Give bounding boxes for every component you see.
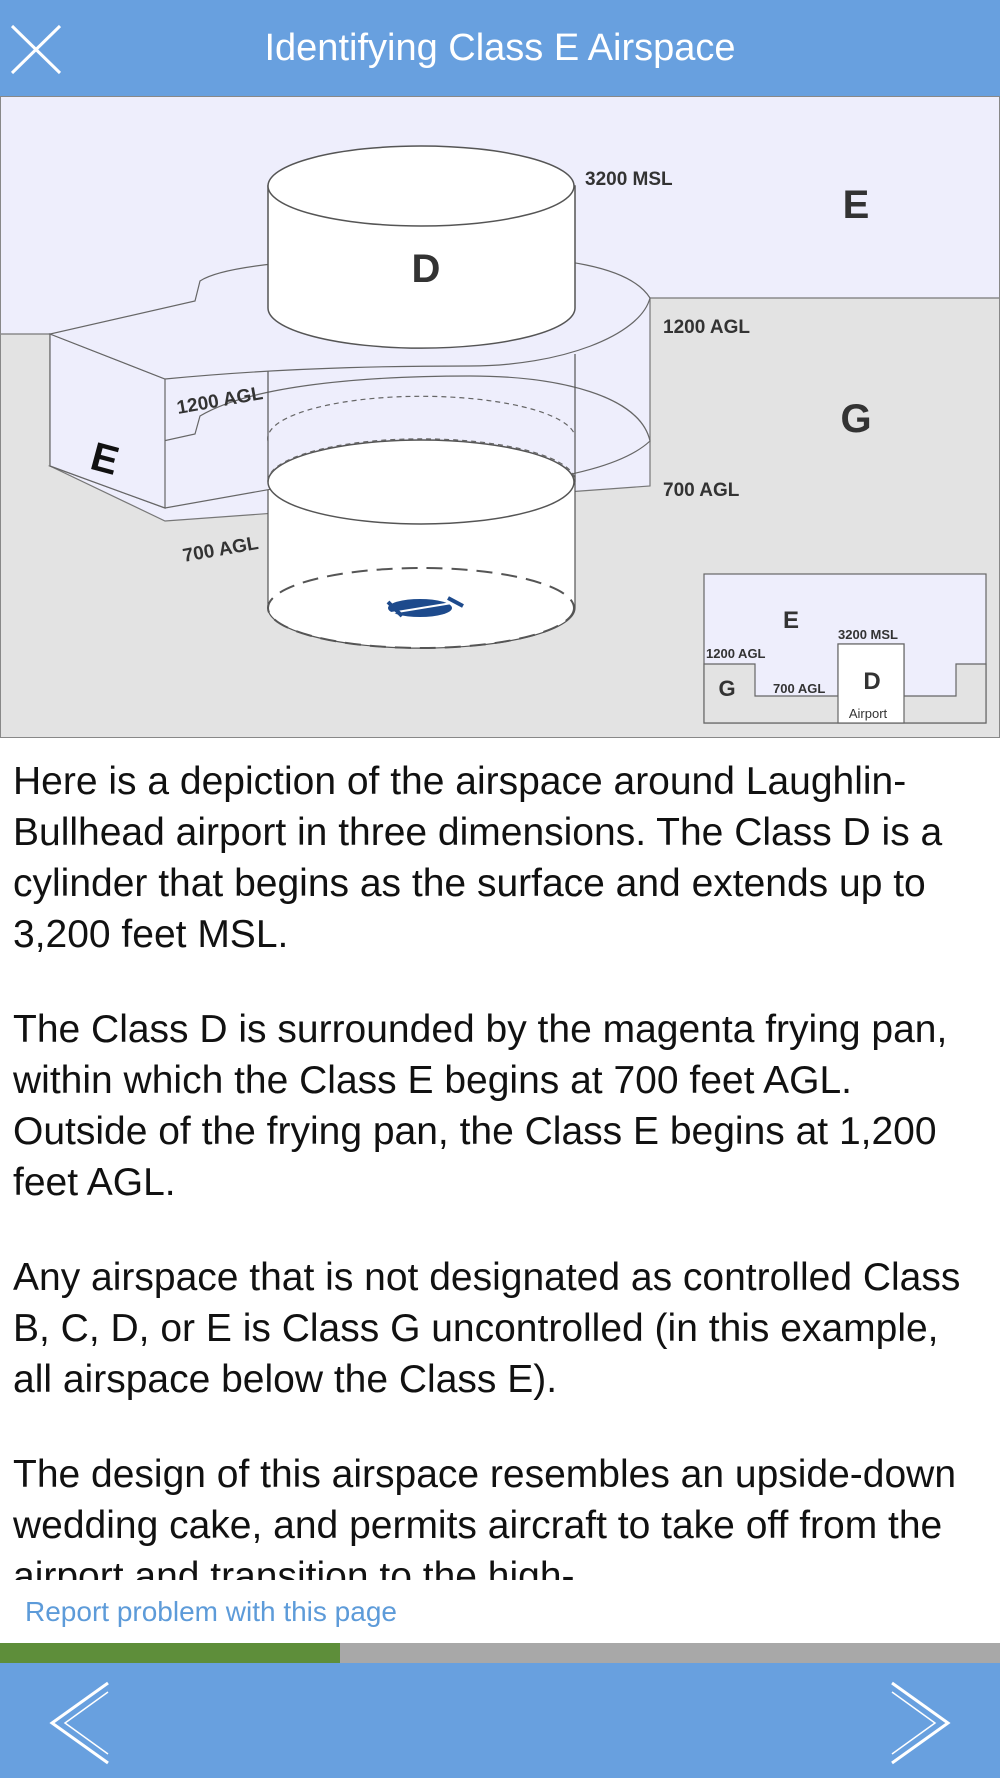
- surface-ring: [267, 567, 575, 649]
- runway-icon: [384, 596, 464, 618]
- report-problem-link[interactable]: Report problem with this page: [25, 1596, 397, 1627]
- next-button[interactable]: [850, 1663, 970, 1778]
- inset-airport-label: Airport: [849, 706, 888, 721]
- airspace-inset: E 3200 MSL 1200 AGL G 700 AGL D Airport: [703, 573, 987, 724]
- chevron-left-icon[interactable]: [30, 1663, 150, 1778]
- footer-bar: [0, 1663, 1000, 1778]
- inset-msl-label: 3200 MSL: [838, 627, 898, 642]
- msl-3200-label: 3200 MSL: [585, 169, 673, 190]
- header-bar: Identifying Class E Airspace: [0, 0, 1000, 96]
- agl-700-right-label: 700 AGL: [663, 480, 740, 501]
- close-button[interactable]: [0, 0, 78, 96]
- paragraph-3: Any airspace that is not designated as c…: [13, 1256, 961, 1401]
- paragraph-1: Here is a depiction of the airspace arou…: [13, 760, 943, 956]
- page-title: Identifying Class E Airspace: [264, 27, 736, 69]
- airspace-diagram: E G D E 3200 MSL 1200 AGL 700 AGL 1200 A…: [0, 96, 1000, 739]
- progress-bar: [0, 1643, 1000, 1663]
- inset-agl700-label: 700 AGL: [773, 681, 825, 696]
- class-d-label: D: [412, 247, 441, 291]
- agl-1200-right-label: 1200 AGL: [663, 317, 750, 338]
- class-g-label: G: [840, 397, 871, 441]
- paragraph-4: The design of this airspace resembles an…: [13, 1453, 957, 1580]
- close-icon[interactable]: [0, 0, 78, 96]
- progress-fill: [0, 1643, 340, 1663]
- inset-d-label: D: [863, 668, 880, 695]
- lesson-content: Here is a depiction of the airspace arou…: [13, 756, 988, 1580]
- class-e-label: E: [843, 183, 870, 227]
- previous-button[interactable]: [30, 1663, 150, 1778]
- inset-g-label: G: [718, 676, 735, 701]
- paragraph-2: The Class D is surrounded by the magenta…: [13, 1008, 948, 1204]
- inset-agl1200-label: 1200 AGL: [706, 646, 766, 661]
- class-d-cylinder: [267, 185, 576, 349]
- chevron-right-icon[interactable]: [850, 1663, 970, 1778]
- inset-e-label: E: [783, 607, 799, 634]
